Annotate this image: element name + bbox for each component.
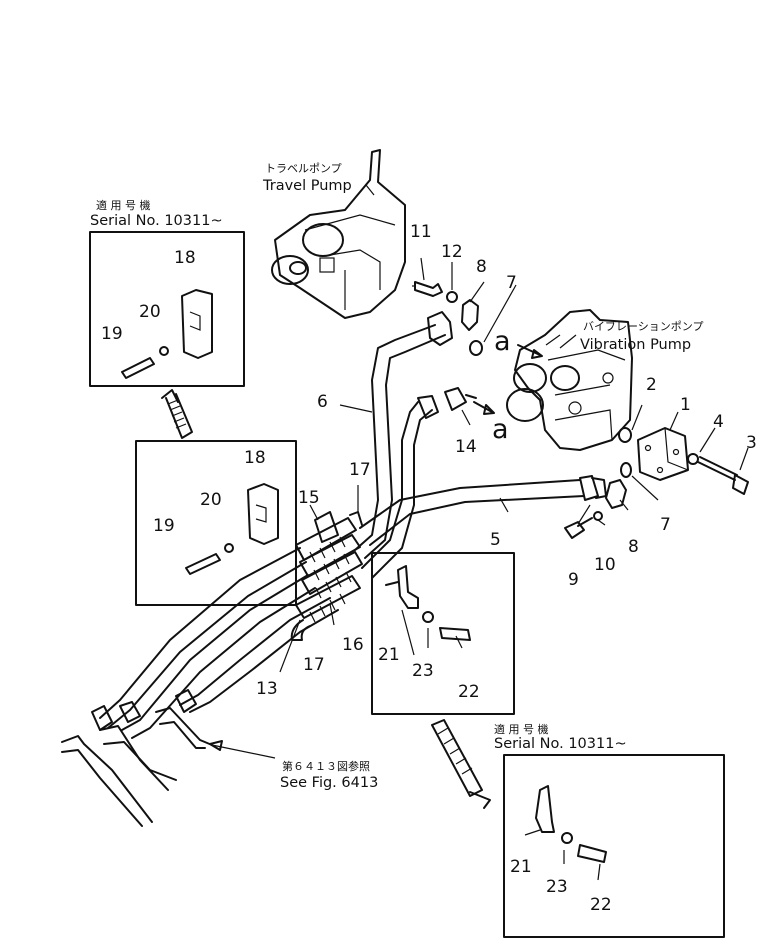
vibration-pump	[506, 309, 633, 451]
flange-8-bottom	[605, 479, 627, 509]
vibration-pump-label-en: Vibration Pump	[580, 337, 691, 353]
box3-part-22: 22	[458, 682, 480, 702]
hose-bundle	[91, 517, 363, 739]
bolt-11	[412, 281, 443, 297]
box1-washer-20	[159, 346, 169, 356]
box2-bolt-19	[185, 553, 221, 575]
bracket-21	[397, 565, 419, 609]
box2-part-19: 19	[153, 516, 175, 536]
part-number-13: 13	[256, 679, 278, 699]
washer-23	[422, 611, 434, 623]
bolt-3	[697, 456, 749, 495]
box2-part-20: 20	[200, 490, 222, 510]
box4-part-21: 21	[510, 857, 532, 877]
serial-note-jp-top: 適 用 号 機	[96, 198, 151, 212]
part-number-4: 4	[713, 412, 724, 432]
arrow-down-to-box4	[431, 719, 491, 809]
vibration-pump-label-jp: バイブレーションポンプ	[583, 319, 703, 333]
part-number-2: 2	[646, 375, 657, 395]
part-number-14: 14	[455, 437, 477, 457]
o-ring-7a	[469, 340, 483, 356]
box2-clamp-18	[247, 483, 279, 545]
part-number-17-top: 17	[349, 460, 371, 480]
hose-ends	[61, 707, 213, 827]
box4-washer-23	[561, 832, 573, 844]
part-number-17-bottom: 17	[303, 655, 325, 675]
part-number-11: 11	[410, 222, 432, 242]
o-ring-7b	[620, 462, 632, 478]
box3-part-23: 23	[412, 661, 434, 681]
reference-en: See Fig. 6413	[280, 775, 378, 791]
serial-note-jp-bottom: 適 用 号 機	[494, 722, 549, 736]
part-number-5: 5	[490, 530, 501, 550]
box4-part-23: 23	[546, 877, 568, 897]
box4-part-22: 22	[590, 895, 612, 915]
connection-mark-a-top: a	[494, 326, 511, 357]
travel-pump	[271, 149, 406, 319]
washer-10	[593, 511, 603, 521]
washer-4	[687, 453, 699, 465]
part-number-10: 10	[594, 555, 616, 575]
part-number-6: 6	[317, 392, 328, 412]
box2-part-18: 18	[244, 448, 266, 468]
box4-bolt-22	[577, 844, 607, 863]
box1-part-18: 18	[174, 248, 196, 268]
box4-bracket-21	[535, 785, 555, 833]
serial-note-en-top: Serial No. 10311~	[90, 213, 223, 229]
reference-jp: 第６４１３図参照	[282, 759, 370, 773]
part-number-3: 3	[746, 433, 757, 453]
part-number-16: 16	[342, 635, 364, 655]
box1-bolt-19	[121, 357, 155, 379]
hose-6	[354, 311, 453, 559]
box1-part-19: 19	[101, 324, 123, 344]
hose-5	[359, 475, 607, 546]
part-number-7-bottom: 7	[660, 515, 671, 535]
manifold-block	[637, 427, 689, 481]
serial-note-en-bottom: Serial No. 10311~	[494, 736, 627, 752]
arrow-up-to-box1	[161, 389, 193, 439]
box3-part-21: 21	[378, 645, 400, 665]
box2-washer-20	[224, 543, 234, 553]
bolt-9	[564, 521, 585, 539]
bolt-22	[439, 627, 471, 641]
washer-12	[446, 291, 458, 303]
box1-part-20: 20	[139, 302, 161, 322]
box-middle-left	[135, 440, 297, 606]
clamp-15	[314, 511, 339, 543]
reference-leader	[211, 744, 276, 759]
leader-6	[339, 404, 373, 413]
o-ring-2	[618, 427, 632, 443]
part-number-12: 12	[441, 242, 463, 262]
part-number-8-top: 8	[476, 257, 487, 277]
box-middle-right	[371, 552, 515, 715]
hose-14	[361, 387, 477, 579]
part-number-15: 15	[298, 488, 320, 508]
part-number-9: 9	[568, 570, 579, 590]
part-number-8-bottom: 8	[628, 537, 639, 557]
travel-pump-label-en: Travel Pump	[262, 178, 352, 194]
box1-clamp-18	[181, 289, 213, 359]
part-number-7-top: 7	[506, 273, 517, 293]
serial-box-top-left	[89, 231, 245, 387]
serial-box-bottom-right	[503, 754, 725, 938]
travel-pump-label-jp: トラベルポンプ	[265, 162, 342, 175]
clamp-17-bottom	[290, 619, 311, 641]
flange-8-top	[461, 299, 479, 331]
part-number-1: 1	[680, 395, 691, 415]
connection-mark-a-bottom: a	[492, 414, 509, 445]
